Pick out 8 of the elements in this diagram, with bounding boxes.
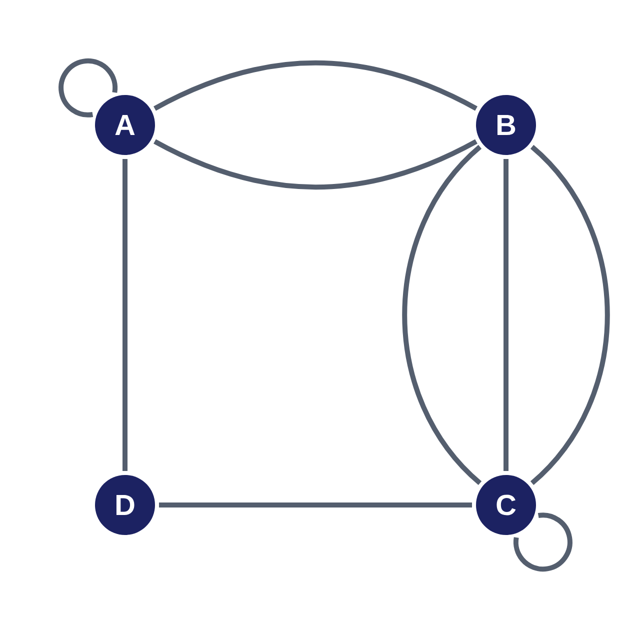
self-loop (58, 58, 118, 118)
curved-edge (154, 60, 478, 111)
straight-edge (159, 502, 472, 508)
straight-edge (504, 159, 508, 471)
curved-edge (530, 145, 610, 485)
curved-edge (402, 145, 482, 485)
straight-edge (122, 159, 128, 471)
curved-edge (154, 139, 478, 190)
